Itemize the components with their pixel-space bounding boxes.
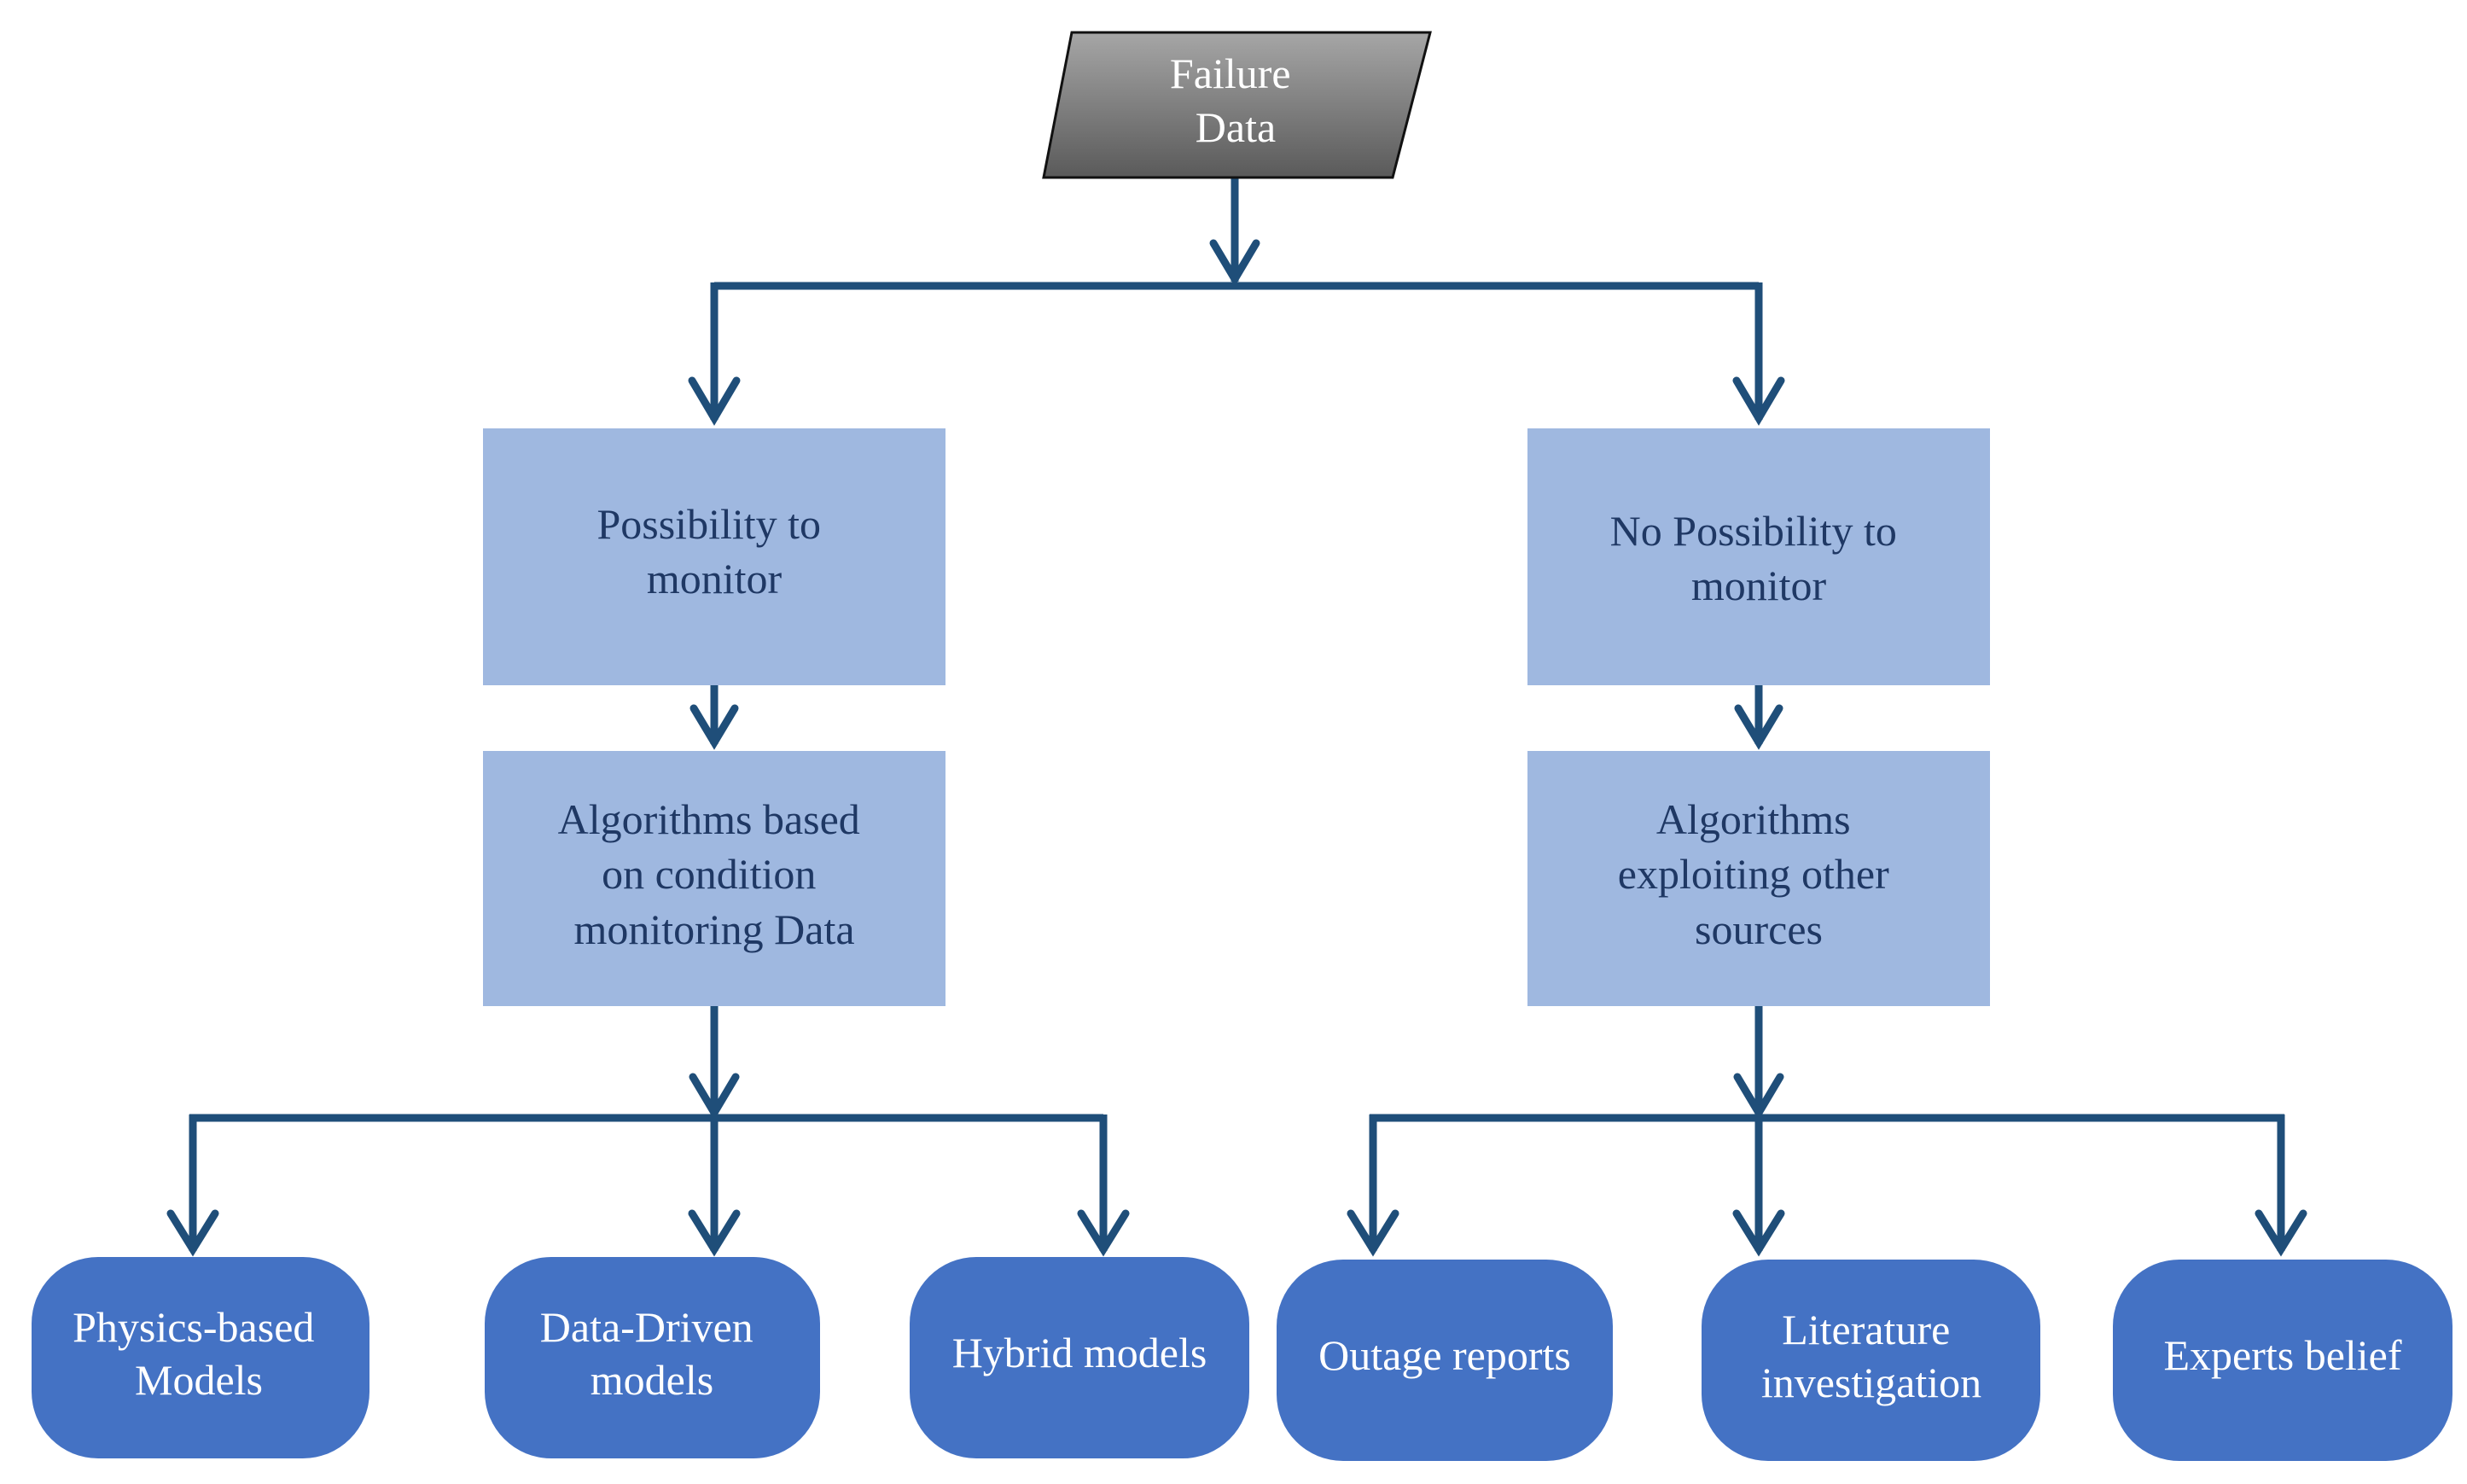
data-driven-label-line-1: Data-Driven xyxy=(540,1303,753,1351)
failure-data-label-line-2: Data xyxy=(1196,103,1276,151)
data-driven-label: Data-Driven models xyxy=(540,1303,764,1404)
arrowhead-algo-condition-trunk xyxy=(689,1073,740,1120)
node-data-driven[interactable]: Data-Driven models xyxy=(485,1257,820,1458)
no-possibility-label-line-2: monitor xyxy=(1691,562,1827,609)
possibility-label-line-1: Possibility to xyxy=(596,500,821,548)
arrowhead-outage xyxy=(1347,1209,1399,1257)
node-failure-data[interactable]: Failure Data xyxy=(1042,31,1432,179)
node-outage[interactable]: Outage reports xyxy=(1277,1260,1613,1461)
literature-shape xyxy=(1702,1260,2040,1461)
algo-other-label: Algorithms exploiting other sources xyxy=(1618,795,1900,953)
experts-label-line-1: Experts belief xyxy=(2163,1331,2401,1379)
algo-condition-label-line-1: Algorithms based xyxy=(558,795,860,843)
arrowhead-data-driven xyxy=(688,1209,741,1257)
node-algo-other[interactable]: Algorithms exploiting other sources xyxy=(1527,751,1990,1006)
node-hybrid[interactable]: Hybrid models xyxy=(910,1257,1249,1458)
node-physics[interactable]: Physics-based Models xyxy=(32,1257,369,1458)
physics-label-line-1: Physics-based xyxy=(73,1303,314,1351)
hybrid-label-line-1: Hybrid models xyxy=(952,1329,1207,1376)
arrowhead-algo-other xyxy=(1734,704,1783,750)
arrowhead-hybrid xyxy=(1077,1209,1130,1257)
hybrid-label: Hybrid models xyxy=(952,1329,1207,1376)
node-possibility[interactable]: Possibility to monitor xyxy=(483,428,945,685)
experts-label: Experts belief xyxy=(2163,1331,2401,1379)
literature-label: Literature investigation xyxy=(1761,1306,1981,1406)
failure-data-shape xyxy=(1042,31,1432,179)
arrowhead-algo-other-trunk xyxy=(1733,1073,1784,1120)
experts-shape xyxy=(2113,1260,2452,1461)
algo-condition-label-line-3: monitoring Data xyxy=(573,905,854,953)
arrowhead-algo-condition xyxy=(689,704,739,750)
algo-other-label-line-3: sources xyxy=(1695,905,1823,953)
arrowhead-no-possibility xyxy=(1732,376,1785,426)
connectors xyxy=(166,177,2307,1257)
data-driven-shape xyxy=(485,1257,820,1458)
arrowhead-experts xyxy=(2255,1209,2307,1257)
possibility-box xyxy=(483,428,945,685)
possibility-label-line-2: monitor xyxy=(647,555,783,602)
outage-label: Outage reports xyxy=(1318,1331,1571,1379)
algo-condition-label: Algorithms based on condition monitoring… xyxy=(558,795,871,953)
node-no-possibility[interactable]: No Possibility to monitor xyxy=(1527,428,1990,685)
node-algo-condition[interactable]: Algorithms based on condition monitoring… xyxy=(483,751,945,1006)
node-experts[interactable]: Experts belief xyxy=(2113,1260,2452,1461)
arrowhead-literature xyxy=(1732,1209,1785,1257)
failure-data-label: Failure Data xyxy=(1170,49,1301,151)
arrowhead-physics xyxy=(166,1209,219,1257)
no-possibility-label-line-1: No Possibility to xyxy=(1610,507,1897,555)
literature-label-line-1: Literature xyxy=(1782,1306,1950,1353)
algo-condition-box xyxy=(483,751,945,1006)
node-literature[interactable]: Literature investigation xyxy=(1702,1260,2040,1461)
physics-label-line-2: Models xyxy=(135,1356,263,1404)
outage-label-line-1: Outage reports xyxy=(1318,1331,1571,1379)
no-possibility-label: No Possibility to monitor xyxy=(1610,507,1908,609)
possibility-label: Possibility to monitor xyxy=(596,500,831,602)
arrowhead-possibility xyxy=(688,376,741,426)
algo-condition-label-line-2: on condition xyxy=(602,850,816,898)
data-driven-label-line-2: models xyxy=(591,1356,713,1404)
failure-data-label-line-1: Failure xyxy=(1170,49,1291,97)
literature-label-line-2: investigation xyxy=(1761,1359,1981,1406)
arrowhead-failure-data-trunk xyxy=(1209,239,1260,287)
physics-label: Physics-based Models xyxy=(73,1303,325,1404)
algo-other-box xyxy=(1527,751,1990,1006)
algo-other-label-line-1: Algorithms xyxy=(1656,795,1851,843)
no-possibility-box xyxy=(1527,428,1990,685)
hybrid-shape xyxy=(910,1257,1249,1458)
algo-other-label-line-2: exploiting other xyxy=(1618,850,1889,898)
outage-shape xyxy=(1277,1260,1613,1461)
physics-shape xyxy=(32,1257,369,1458)
